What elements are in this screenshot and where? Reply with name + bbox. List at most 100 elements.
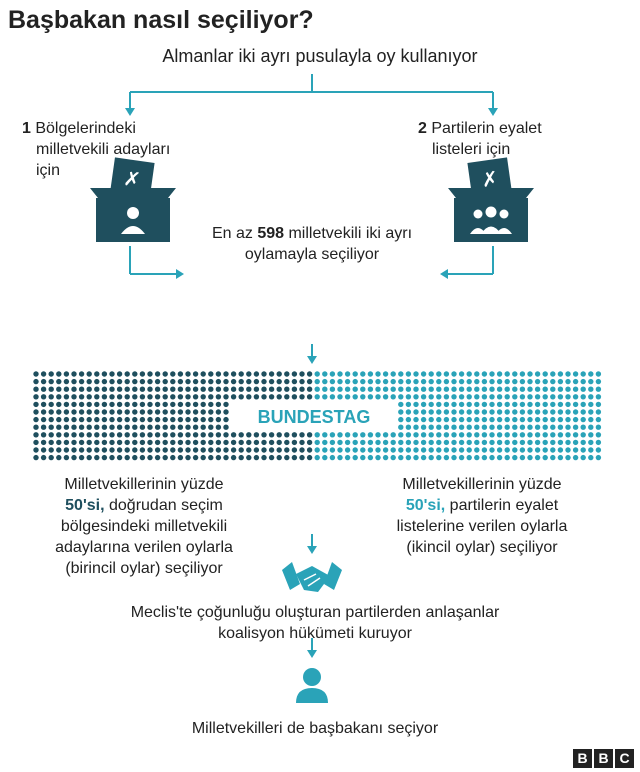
seat-dot [101,401,108,408]
seat-dot [329,378,336,385]
arrow-to-coalition [307,534,317,554]
seat-dot [496,439,503,446]
seat-dot [390,371,396,377]
seat-dot [185,432,191,438]
seat-dot [588,432,594,438]
seat-dot [170,447,176,453]
seat-dot [78,416,85,423]
seat-dot [94,394,100,400]
seat-dot [192,447,199,453]
seat-dot [458,378,465,385]
seat-dot [71,371,77,377]
seat-dot [565,447,571,453]
seat-dot [124,401,130,408]
seat-dot [512,371,518,377]
seat-dot [436,424,442,430]
seat-dot [192,424,199,430]
seat-dot [246,386,252,392]
seat-dot [451,432,457,438]
seat-dot [443,371,450,377]
right-ballot-label: 2 Partilerin eyalet listeleri için [418,118,588,160]
arrow-right-down [488,108,498,116]
seat-dot [238,454,244,461]
seat-dot [132,424,138,430]
seat-dot [147,378,153,385]
seat-dot [329,432,336,438]
left-ballot-label: 1 Bölgelerindeki milletvekili adayları i… [22,118,212,181]
seat-dot [132,386,138,392]
seat-dot [588,386,594,392]
seat-dot [420,378,427,385]
seat-dot [504,439,510,446]
seat-dot [261,432,267,438]
seat-dot [360,447,366,453]
seat-dot [139,401,146,408]
coalition-line1: Meclis'te çoğunluğu oluşturan partilerde… [130,604,500,621]
seat-dot [177,401,184,408]
seat-dot [557,432,564,438]
seat-dot [268,432,275,438]
seat-dot [580,454,586,461]
seat-dot [519,447,526,453]
middle-text: En az 598 milletvekili iki ayrı oylamayl… [180,223,444,265]
seat-dot [215,432,222,438]
seat-dot [352,432,358,438]
seat-dot [223,454,229,461]
seat-dot [550,386,556,392]
seat-dot [451,409,457,415]
seat-dot [208,432,214,438]
left-text-line3: bölgesindeki milletvekili [60,518,228,535]
bundestag-label: BUNDESTAG [230,400,398,432]
seat-dot [284,386,290,392]
seat-dot [223,371,229,377]
seat-dot [56,386,62,392]
seat-dot [306,439,313,446]
seat-dot [139,439,146,446]
seat-dot [109,371,115,377]
seat-dot [428,394,434,400]
seat-dot [451,371,457,377]
seat-dot [268,378,275,385]
seat-dot [215,416,222,423]
seat-dot [572,439,579,446]
seat-dot [458,371,465,377]
seat-dot [512,409,518,415]
seat-dot [170,454,176,461]
seat-dot [268,371,275,377]
seat-dot [443,447,450,453]
middle-suffix: milletvekili iki ayrı [288,225,413,242]
seat-dot [162,439,168,446]
seat-dot [147,424,153,430]
seat-dot [154,447,161,453]
seat-dot [261,439,267,446]
seat-dot [595,439,602,446]
seat-dot [542,424,548,430]
seat-dot [352,378,358,385]
seat-dot [170,371,176,377]
seat-dot [78,371,85,377]
seat-dot [208,378,214,385]
seat-dot [124,409,130,415]
seat-dot [572,447,579,453]
seat-dot [116,416,123,423]
seat-dot [420,409,427,415]
seat-dot [33,409,39,415]
seat-dot [496,401,503,408]
right-ballot-number: 2 [418,120,427,137]
seat-dot [48,447,54,453]
seat-dot [550,447,556,453]
seat-dot [215,401,222,408]
seat-dot [63,454,70,461]
seat-dot [458,409,465,415]
seat-dot [116,371,123,377]
seat-dot [101,409,108,415]
seat-dot [101,439,108,446]
seat-dot [299,432,305,438]
seat-dot [527,439,533,446]
seat-dot [132,416,138,423]
seat-dot [192,454,199,461]
seat-dot [86,378,92,385]
seat-dot [71,439,77,446]
seat-dot [557,371,564,377]
seat-dot [299,394,305,400]
